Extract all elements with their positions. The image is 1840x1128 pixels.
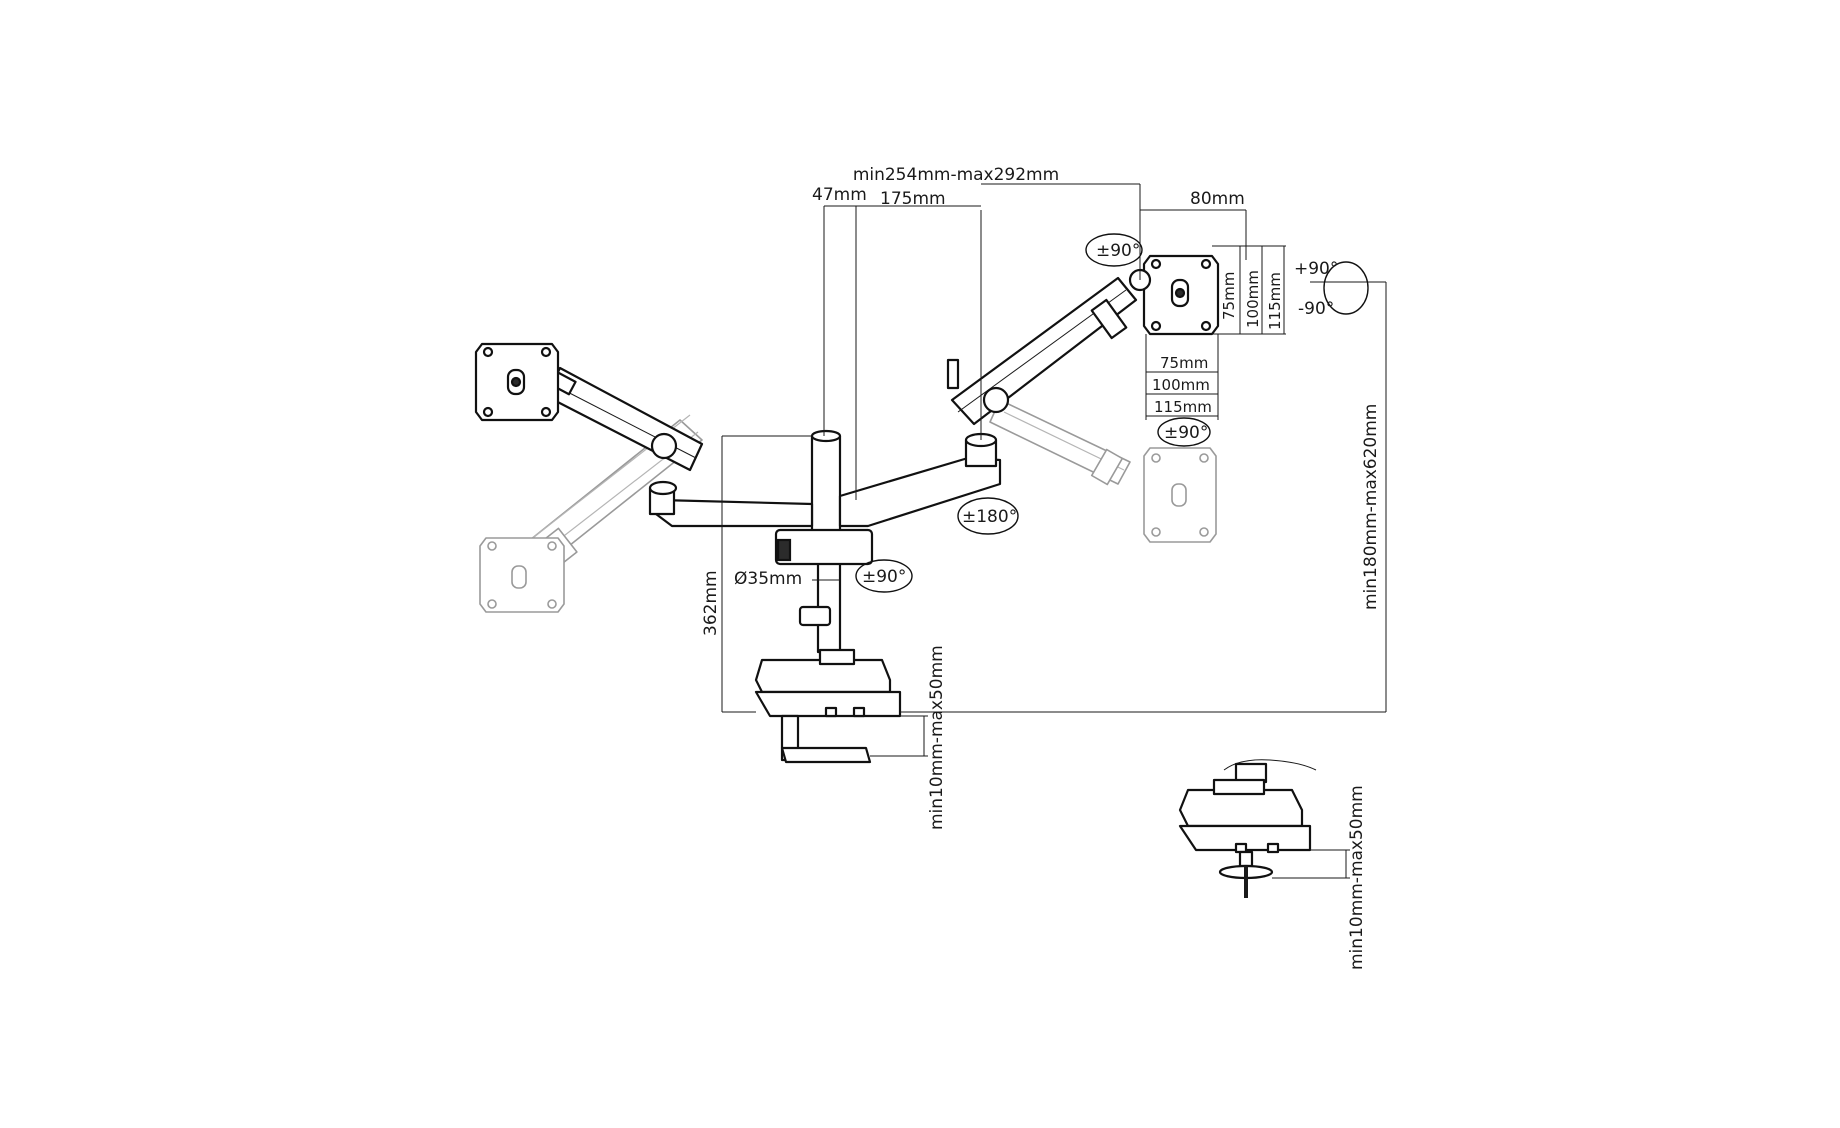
label-tilt-down: -90° xyxy=(1298,299,1334,319)
left-vesa-plate xyxy=(474,342,560,422)
label-pole-height: 362mm xyxy=(701,570,721,636)
right-vesa-plate xyxy=(1128,254,1220,336)
label-vesa-v-100: 100mm xyxy=(1152,376,1210,394)
label-vesa-v-75: 75mm xyxy=(1160,354,1208,372)
base-collar xyxy=(774,528,874,566)
rotation-arrows xyxy=(855,233,1369,593)
label-vesa-h-115: 115mm xyxy=(1266,272,1284,330)
grommet-mount xyxy=(1178,759,1317,898)
ghost-right-arm xyxy=(989,399,1131,486)
label-tilt-up: +90° xyxy=(1294,259,1338,279)
label-post-offset: 47mm xyxy=(812,185,867,205)
label-clamp-thickness: min10mm-max50mm xyxy=(927,645,947,830)
desk-clamp xyxy=(754,648,902,764)
label-vesa-h-100: 100mm xyxy=(1244,270,1262,328)
label-vesa-v-115: 115mm xyxy=(1154,398,1212,416)
label-arm-rotation: ±180° xyxy=(962,507,1017,527)
left-upper-arm xyxy=(541,366,704,472)
pole xyxy=(798,429,842,654)
label-base-rotation: ±90° xyxy=(862,567,906,587)
dimension-labels: min254mm-max292mm 47mm 175mm 80mm 75mm 1… xyxy=(701,165,1381,970)
rotation-labels: ±90° +90° -90° ±90° ±180° ±90° xyxy=(862,241,1338,587)
label-grommet-thickness: min10mm-max50mm xyxy=(1347,785,1367,970)
label-arm-length: min254mm-max292mm xyxy=(853,165,1059,185)
dimension-lines xyxy=(721,183,1387,879)
label-vesa-h-75: 75mm xyxy=(1220,272,1238,320)
label-swivel-head: ±90° xyxy=(1096,241,1140,261)
ghost-left-vesa-plate xyxy=(479,537,565,613)
label-arm-offset: 175mm xyxy=(880,189,946,209)
left-lower-arm xyxy=(648,480,814,528)
ghost-right-vesa-plate xyxy=(1143,447,1217,543)
label-rotate-vesa: ±90° xyxy=(1164,423,1208,443)
label-vesa-offset: 80mm xyxy=(1190,189,1245,209)
right-lower-arm xyxy=(838,432,1002,528)
label-pole-diameter: Ø35mm xyxy=(734,569,802,589)
right-upper-arm xyxy=(946,276,1138,426)
label-height-range: min180mm-max620mm xyxy=(1361,404,1381,610)
